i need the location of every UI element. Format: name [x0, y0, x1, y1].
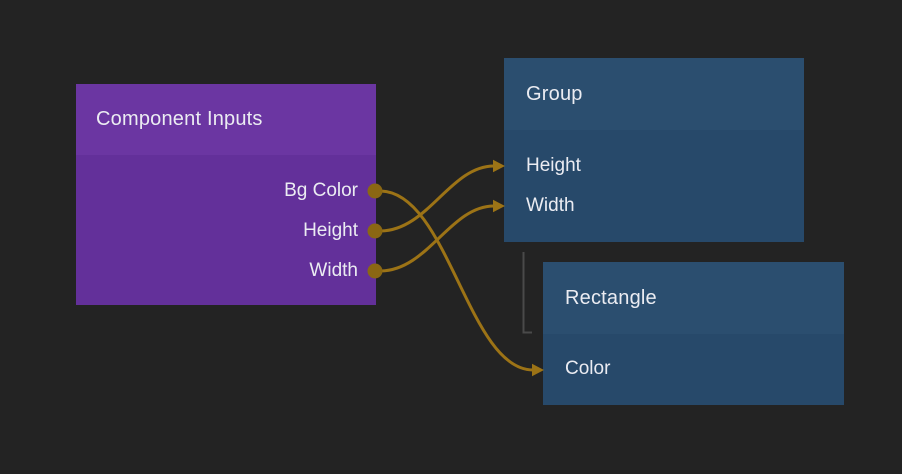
hierarchy-connector-line [522, 252, 532, 334]
node-title: Component Inputs [96, 108, 263, 130]
input-label: Height [526, 155, 581, 176]
output-label: Bg Color [284, 180, 358, 201]
output-label: Height [303, 220, 358, 241]
node-rectangle-body: Color [543, 334, 844, 405]
output-label: Width [309, 260, 358, 281]
node-rectangle-header[interactable]: Rectangle [543, 262, 844, 334]
node-component-inputs[interactable]: Component Inputs Bg Color Height Width [76, 84, 376, 305]
input-label: Width [526, 195, 575, 216]
input-row-color[interactable]: Color [543, 349, 844, 389]
node-group[interactable]: Group Height Width [504, 58, 804, 242]
node-group-body: Height Width [504, 130, 804, 242]
input-row-height[interactable]: Height [504, 146, 804, 186]
wire-height-to-group-height[interactable] [379, 164, 495, 233]
wire-width-to-group-width[interactable] [379, 204, 495, 273]
input-row-width[interactable]: Width [504, 186, 804, 226]
node-title: Group [526, 82, 583, 105]
node-component-inputs-body: Bg Color Height Width [76, 155, 376, 305]
output-row-bg-color[interactable]: Bg Color [76, 171, 376, 211]
output-row-height[interactable]: Height [76, 211, 376, 251]
input-label: Color [565, 358, 611, 379]
node-title: Rectangle [565, 286, 657, 309]
node-rectangle[interactable]: Rectangle Color [543, 262, 844, 405]
node-component-inputs-header[interactable]: Component Inputs [76, 84, 376, 155]
node-group-header[interactable]: Group [504, 58, 804, 130]
output-row-width[interactable]: Width [76, 251, 376, 291]
